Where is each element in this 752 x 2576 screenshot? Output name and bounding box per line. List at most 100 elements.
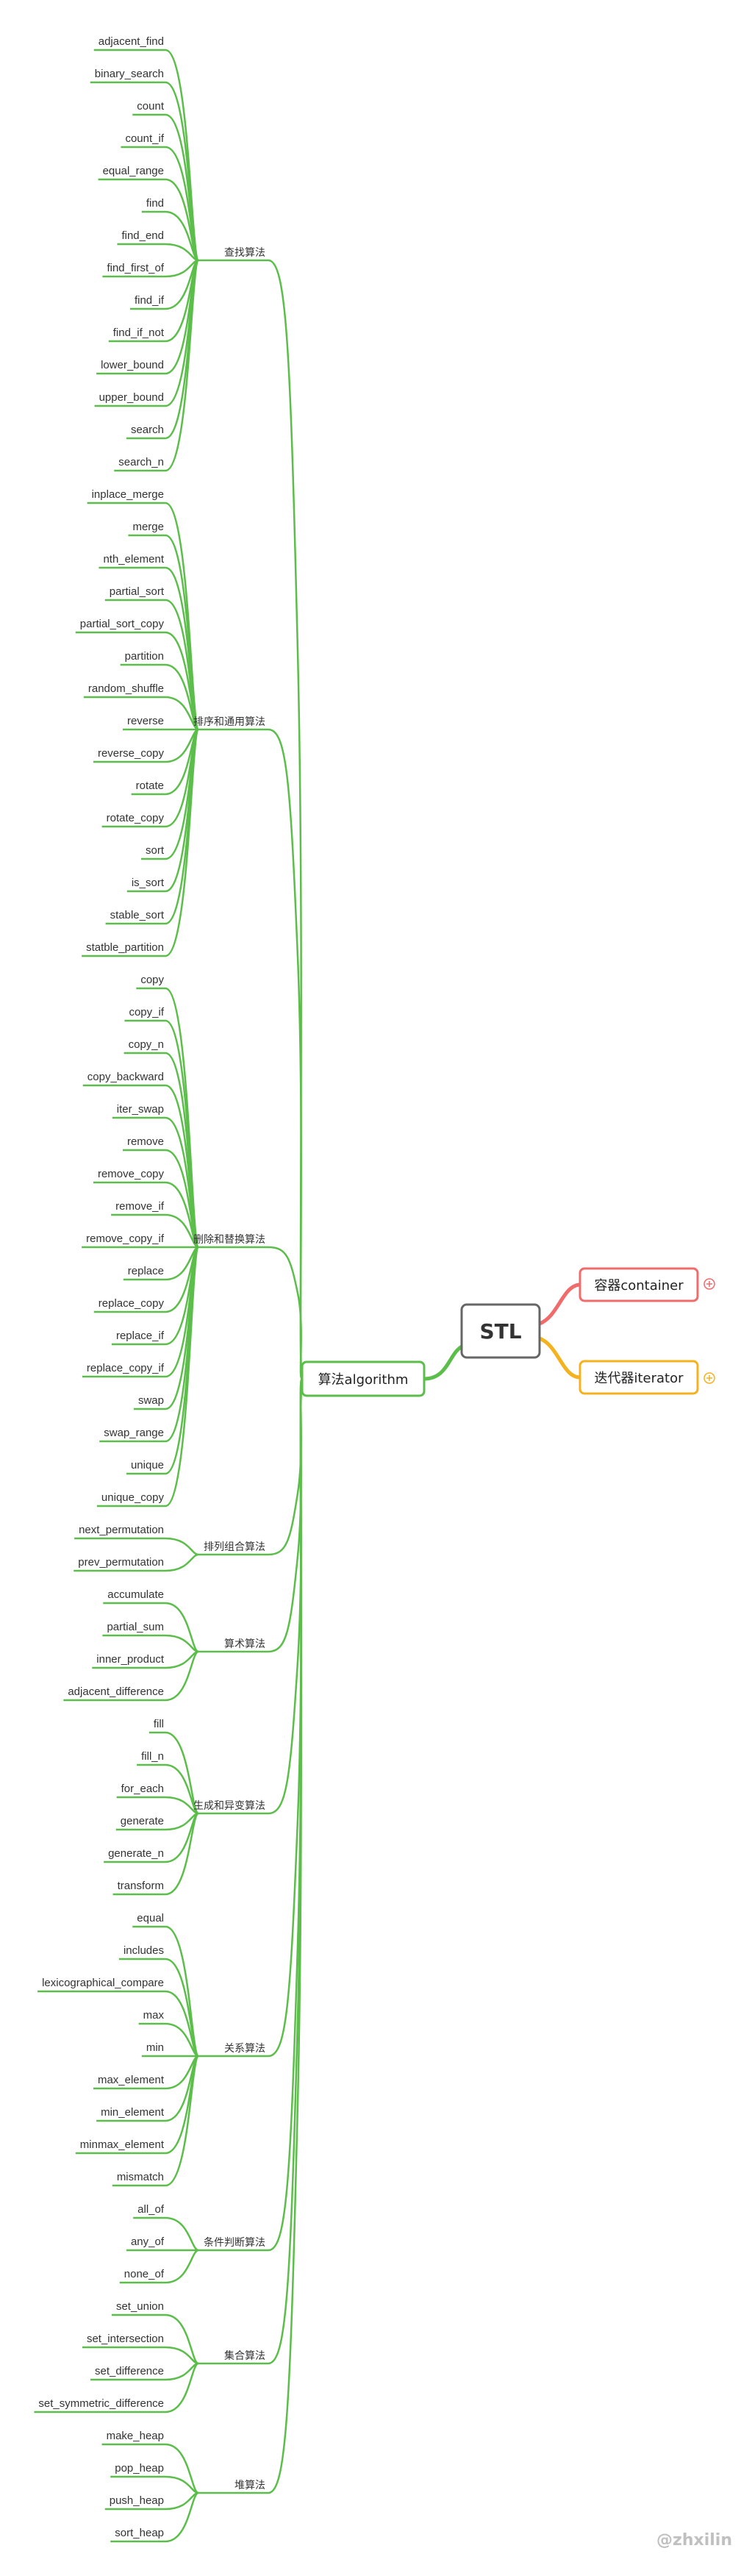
leaf-node[interactable]: partial_sort <box>110 585 165 598</box>
leaf-label: remove_copy_if <box>86 1232 165 1245</box>
leaf-node[interactable]: copy_backward <box>87 1071 164 1083</box>
leaf-node[interactable]: rotate_copy <box>107 812 165 824</box>
container-branch-node[interactable]: 容器container <box>579 1267 699 1302</box>
leaf-node[interactable]: remove_copy_if <box>86 1232 165 1245</box>
leaf-node[interactable]: copy <box>140 974 164 986</box>
category-node[interactable]: 关系算法 <box>224 2043 265 2055</box>
category-node[interactable]: 删除和替换算法 <box>193 1233 265 1246</box>
leaf-node[interactable]: count_if <box>125 132 164 145</box>
leaf-node[interactable]: pop_heap <box>115 2462 164 2475</box>
leaf-node[interactable]: search_n <box>118 456 164 468</box>
leaf-node[interactable]: adjacent_find <box>99 35 164 48</box>
leaf-node[interactable]: set_intersection <box>87 2333 164 2345</box>
leaf-node[interactable]: set_symmetric_difference <box>38 2397 164 2410</box>
leaf-node[interactable]: for_each <box>121 1783 164 1795</box>
category-node[interactable]: 排列组合算法 <box>204 1541 265 1553</box>
leaf-node[interactable]: search <box>131 424 164 436</box>
category-connector <box>268 1246 304 1380</box>
leaf-node[interactable]: partition <box>125 650 164 663</box>
leaf-node[interactable]: lower_bound <box>101 359 164 371</box>
leaf-node[interactable]: push_heap <box>110 2494 164 2507</box>
leaf-node[interactable]: find_end <box>121 229 164 242</box>
leaf-node[interactable]: nth_element <box>103 553 164 565</box>
leaf-node[interactable]: fill <box>154 1718 164 1730</box>
leaf-node[interactable]: mismatch <box>117 2171 164 2183</box>
leaf-node[interactable]: replace <box>128 1265 164 1277</box>
algorithm-branch-node[interactable]: 算法algorithm <box>301 1360 426 1397</box>
root-node[interactable]: STL <box>460 1303 541 1359</box>
leaf-node[interactable]: remove_if <box>115 1200 165 1213</box>
leaf-node[interactable]: swap_range <box>104 1427 164 1439</box>
leaf-node[interactable]: unique_copy <box>101 1491 165 1504</box>
leaf-node[interactable]: make_heap <box>107 2430 164 2442</box>
leaf-node[interactable]: generate <box>121 1815 164 1827</box>
leaf-node[interactable]: rotate <box>136 779 164 792</box>
leaf-node[interactable]: inner_product <box>96 1653 165 1666</box>
leaf-node[interactable]: max <box>143 2009 165 2022</box>
leaf-node[interactable]: transform <box>118 1880 164 1892</box>
leaf-node[interactable]: reverse <box>127 715 164 727</box>
leaf-node[interactable]: accumulate <box>107 1588 164 1601</box>
leaf-node[interactable]: partial_sort_copy <box>80 618 165 630</box>
leaf-node[interactable]: stable_sort <box>110 909 165 921</box>
category-node[interactable]: 堆算法 <box>234 2480 265 2491</box>
leaf-node[interactable]: all_of <box>137 2203 165 2216</box>
leaf-node[interactable]: find_if <box>135 294 165 307</box>
leaf-node[interactable]: swap <box>138 1394 164 1407</box>
leaf-node[interactable]: copy_if <box>129 1006 164 1018</box>
leaf-node[interactable]: fill_n <box>141 1750 164 1763</box>
leaf-node[interactable]: find_first_of <box>107 262 164 274</box>
leaf-node[interactable]: find_if_not <box>113 327 165 339</box>
leaf-node[interactable]: includes <box>123 1944 164 1957</box>
leaf-node[interactable]: copy_n <box>129 1038 164 1051</box>
leaf-node[interactable]: replace_if <box>116 1330 165 1342</box>
leaf-node[interactable]: upper_bound <box>99 391 164 404</box>
leaf-node[interactable]: any_of <box>131 2236 165 2248</box>
leaf-node[interactable]: replace_copy <box>99 1297 165 1310</box>
leaf-node[interactable]: reverse_copy <box>98 747 165 760</box>
leaf-node[interactable]: max_element <box>98 2074 165 2086</box>
leaf-node[interactable]: replace_copy_if <box>87 1362 165 1374</box>
category-node[interactable]: 生成和异变算法 <box>193 1800 265 1812</box>
leaf-node[interactable]: minmax_element <box>80 2138 165 2151</box>
collapsed-plus-icon[interactable] <box>703 1372 715 1384</box>
leaf-node[interactable]: set_union <box>116 2300 164 2313</box>
leaf-node[interactable]: none_of <box>124 2268 165 2280</box>
leaf-label: pop_heap <box>115 2462 164 2475</box>
leaf-node[interactable]: merge <box>132 521 164 533</box>
leaf-connector <box>165 2055 200 2187</box>
leaf-connector <box>165 1812 200 1896</box>
leaf-node[interactable]: equal_range <box>103 165 164 177</box>
category-node[interactable]: 排序和通用算法 <box>193 716 265 728</box>
leaf-node[interactable]: next_permutation <box>79 1524 164 1536</box>
iterator-branch-node[interactable]: 迭代器iterator <box>579 1360 699 1395</box>
category-node[interactable]: 集合算法 <box>224 2350 265 2362</box>
leaf-node[interactable]: adjacent_difference <box>68 1685 164 1698</box>
leaf-node[interactable]: inplace_merge <box>92 488 164 501</box>
leaf-node[interactable]: unique <box>131 1459 164 1471</box>
leaf-node[interactable]: remove <box>127 1135 164 1148</box>
category-node[interactable]: 查找算法 <box>224 247 265 259</box>
leaf-node[interactable]: generate_n <box>108 1847 164 1860</box>
leaf-node[interactable]: sort_heap <box>115 2527 164 2539</box>
category-node[interactable]: 条件判断算法 <box>204 2236 265 2249</box>
leaf-node[interactable]: min <box>146 2041 164 2054</box>
leaf-node[interactable]: lexicographical_compare <box>42 1977 164 1989</box>
leaf-node[interactable]: random_shuffle <box>88 682 164 695</box>
leaf-node[interactable]: remove_copy <box>98 1168 165 1180</box>
leaf-node[interactable]: partial_sum <box>107 1621 164 1633</box>
leaf-node[interactable]: count <box>137 100 165 113</box>
leaf-node[interactable]: prev_permutation <box>78 1556 164 1569</box>
leaf-node[interactable]: iter_swap <box>117 1103 164 1116</box>
category-label: 查找算法 <box>224 247 265 259</box>
leaf-node[interactable]: is_sort <box>132 877 165 889</box>
category-node[interactable]: 算术算法 <box>224 1638 265 1650</box>
leaf-node[interactable]: binary_search <box>95 68 164 80</box>
leaf-node[interactable]: sort <box>146 844 165 857</box>
leaf-node[interactable]: statble_partition <box>86 941 164 954</box>
collapsed-plus-icon[interactable] <box>703 1278 715 1290</box>
leaf-node[interactable]: min_element <box>101 2106 165 2119</box>
leaf-node[interactable]: equal <box>137 1912 164 1924</box>
leaf-node[interactable]: set_difference <box>95 2365 164 2377</box>
leaf-node[interactable]: find <box>146 197 164 210</box>
